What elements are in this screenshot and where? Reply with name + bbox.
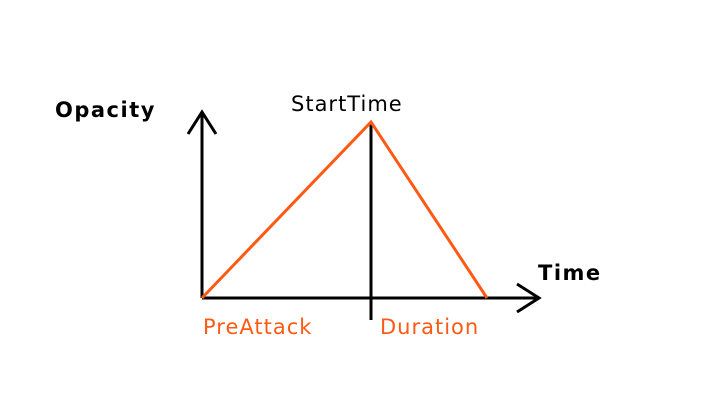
y-axis-label: Opacity bbox=[55, 98, 156, 122]
y-axis-arrowhead bbox=[186, 109, 218, 135]
x-axis-label: Time bbox=[538, 261, 602, 285]
x-axis-arrowhead bbox=[516, 282, 542, 314]
duration-label: Duration bbox=[380, 315, 479, 339]
pre-attack-label: PreAttack bbox=[203, 315, 312, 339]
opacity-curve bbox=[200, 119, 489, 300]
peak-label: StartTime bbox=[291, 92, 403, 116]
